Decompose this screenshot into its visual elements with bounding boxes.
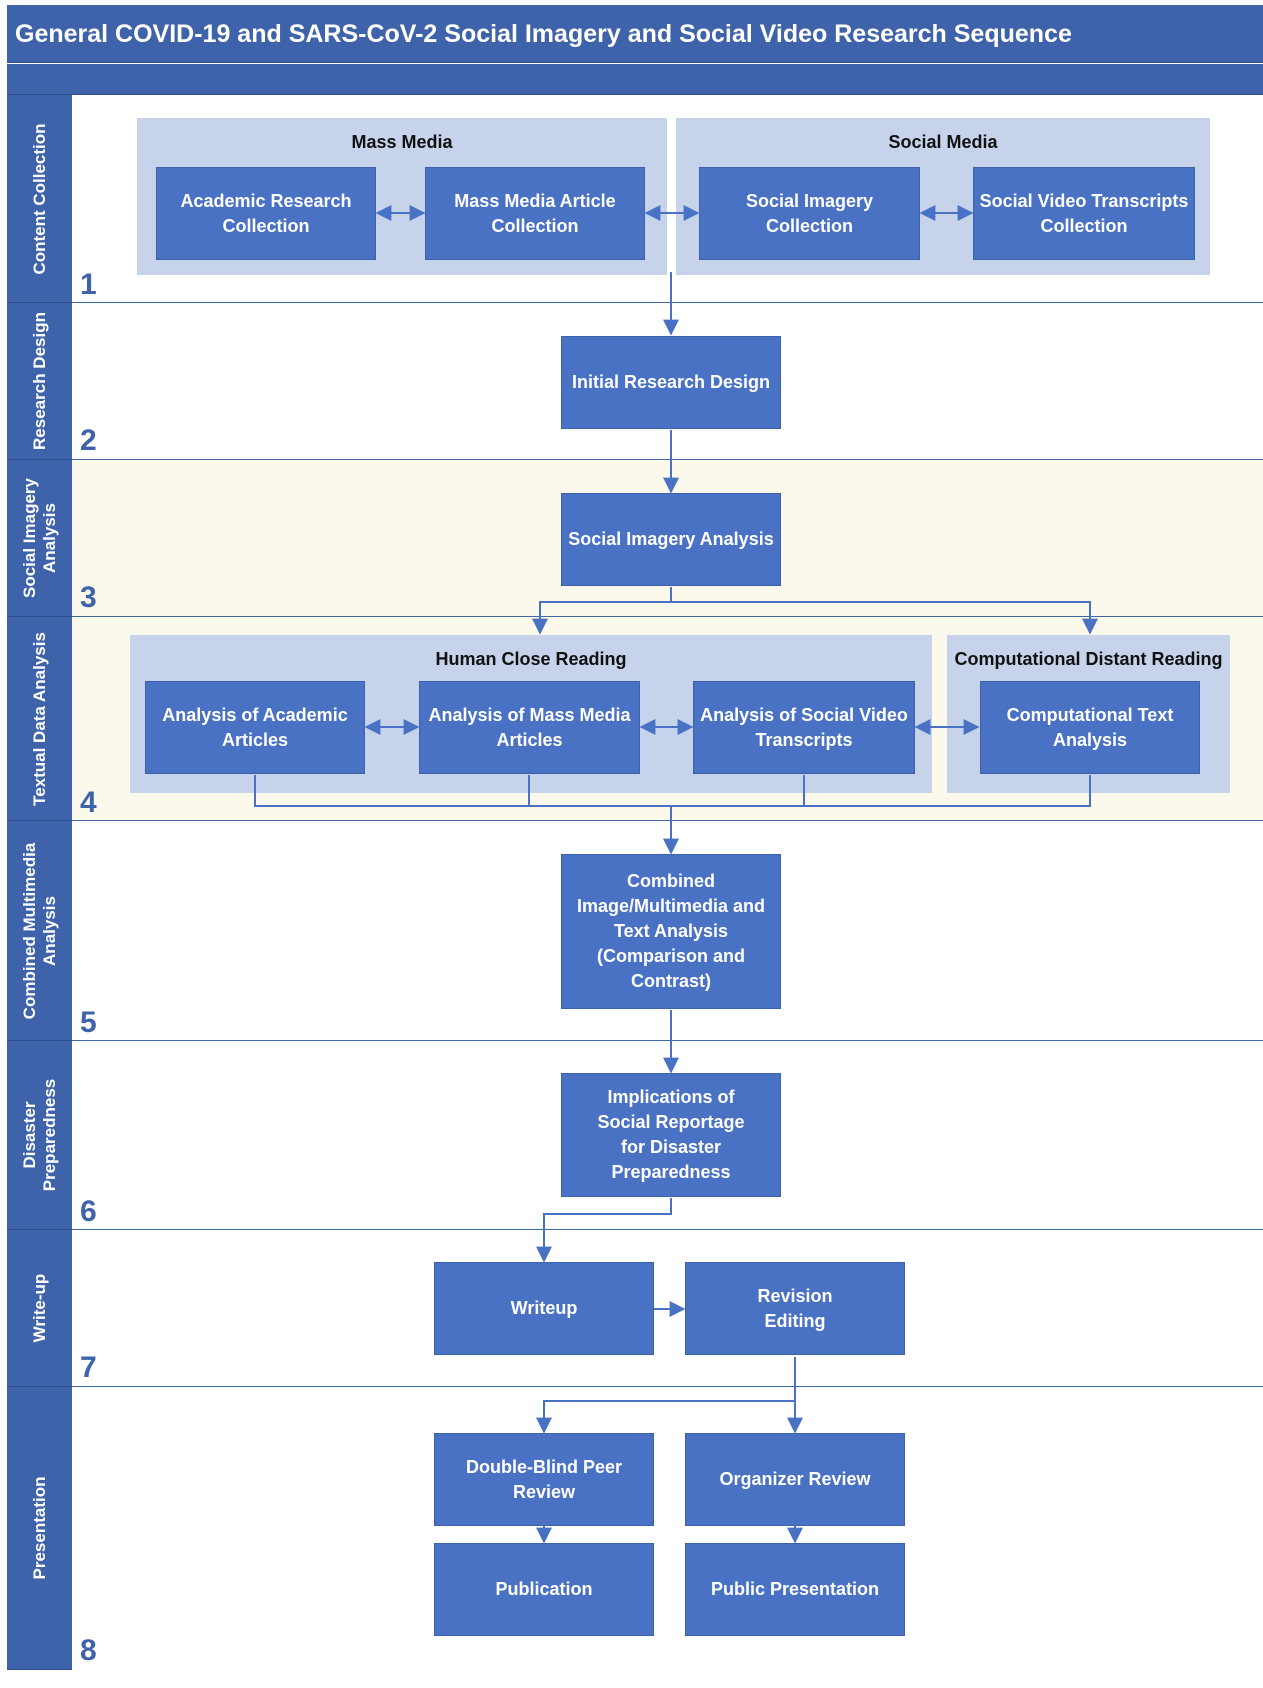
- lane-header-presentation: Presentation: [7, 1387, 72, 1670]
- lane-number-5: 5: [80, 1006, 97, 1039]
- lane-header-write-up: Write-up: [7, 1230, 72, 1387]
- lane-header-textual-data-analysis: Textual Data Analysis: [7, 617, 72, 821]
- lane-header-content-collection: Content Collection: [7, 95, 72, 303]
- lane-content-collection: [72, 95, 1263, 303]
- node-revision-editing: Revision Editing: [685, 1262, 905, 1355]
- lane-number-8: 8: [80, 1634, 97, 1667]
- title-sub-bar: [7, 64, 1263, 95]
- lane-number-1: 1: [80, 268, 97, 301]
- lane-label-presentation: Presentation: [29, 1476, 49, 1580]
- group-title-human-close-reading: Human Close Reading: [435, 649, 627, 669]
- group-title-mass-media: Mass Media: [351, 132, 453, 152]
- node-analysis-academic-articles: Analysis of Academic Articles: [145, 681, 365, 774]
- lane-number-6: 6: [80, 1195, 97, 1228]
- node-social-imagery-analysis: Social Imagery Analysis: [561, 493, 781, 586]
- node-analysis-social-video-transcripts: Analysis of Social Video Transcripts: [693, 681, 915, 774]
- lane-label-research-design: Research Design: [29, 312, 49, 450]
- lane-combined-multimedia-analysis: [72, 821, 1263, 1041]
- lane-number-3: 3: [80, 581, 97, 614]
- node-public-presentation: Public Presentation: [685, 1543, 905, 1636]
- lane-header-combined-multimedia-analysis: Combined Multimedia Analysis: [7, 821, 72, 1041]
- lane-label-textual-data-analysis: Textual Data Analysis: [29, 631, 49, 806]
- node-publication: Publication: [434, 1543, 654, 1636]
- node-organizer-review: Organizer Review: [685, 1433, 905, 1526]
- lane-label-write-up: Write-up: [29, 1273, 49, 1343]
- lane-number-4: 4: [80, 786, 97, 819]
- node-computational-text-analysis: Computational Text Analysis: [980, 681, 1200, 774]
- node-double-blind-peer-review: Double-Blind Peer Review: [434, 1433, 654, 1526]
- group-title-social-media: Social Media: [888, 132, 998, 152]
- lane-number-2: 2: [80, 424, 97, 457]
- node-analysis-mass-media-articles: Analysis of Mass Media Articles: [419, 681, 640, 774]
- lane-label-social-imagery-analysis: Social Imagery Analysis: [19, 477, 59, 599]
- lane-write-up: [72, 1230, 1263, 1387]
- lane-header-research-design: Research Design: [7, 303, 72, 460]
- lane-header-disaster-preparedness: Disaster Preparedness: [7, 1041, 72, 1230]
- lane-header-social-imagery-analysis: Social Imagery Analysis: [7, 460, 72, 617]
- lane-number-7: 7: [80, 1351, 97, 1384]
- node-combined-analysis: Combined Image/Multimedia and Text Analy…: [561, 854, 781, 1009]
- lane-label-combined-multimedia-analysis: Combined Multimedia Analysis: [19, 842, 59, 1019]
- diagram-title: General COVID-19 and SARS-CoV-2 Social I…: [7, 5, 1263, 63]
- node-implications: Implications of Social Reportage for Dis…: [561, 1073, 781, 1197]
- group-title-computational-distant-reading: Computational Distant Reading: [954, 649, 1223, 669]
- node-mass-media-article-collection: Mass Media Article Collection: [425, 167, 645, 260]
- node-academic-research-collection: Academic Research Collection: [156, 167, 376, 260]
- node-social-imagery-collection: Social Imagery Collection: [699, 167, 920, 260]
- lane-presentation: [72, 1387, 1263, 1670]
- node-writeup: Writeup: [434, 1262, 654, 1355]
- lane-label-disaster-preparedness: Disaster Preparedness: [19, 1078, 59, 1192]
- lane-research-design: [72, 303, 1263, 460]
- lane-label-content-collection: Content Collection: [29, 122, 49, 275]
- node-social-video-transcripts-collection: Social Video Transcripts Collection: [973, 167, 1195, 260]
- node-initial-research-design: Initial Research Design: [561, 336, 781, 429]
